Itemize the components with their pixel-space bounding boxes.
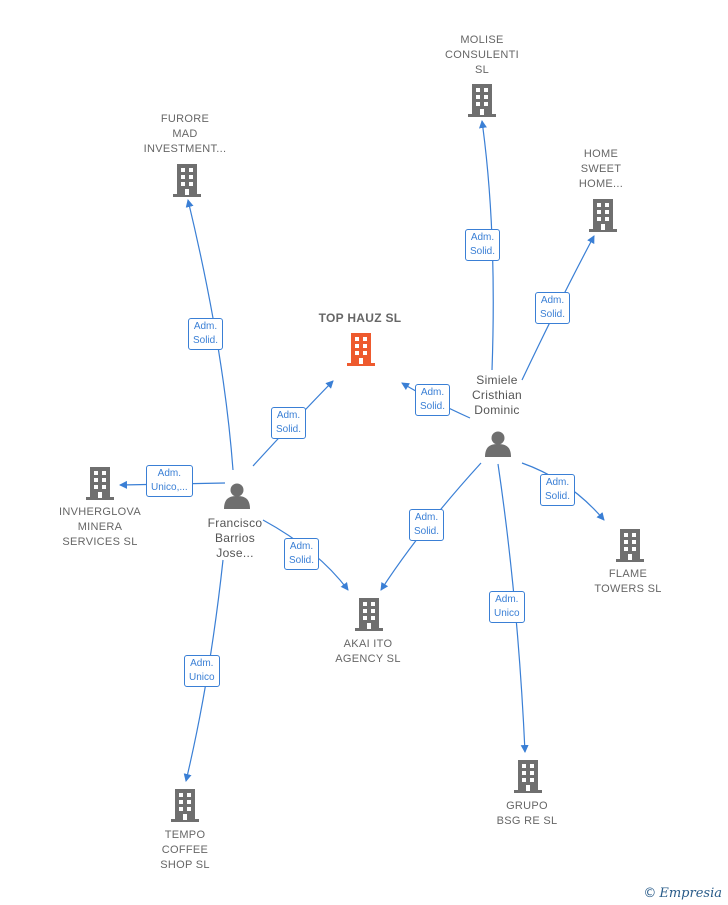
node-furore[interactable]: FURORE MAD INVESTMENT... [125, 112, 245, 157]
building-icon-grupo[interactable] [514, 760, 542, 793]
edge-label-sim-akai: Adm. Solid. [409, 509, 445, 541]
edge-label-sim-molise: Adm. Solid. [465, 229, 501, 261]
person-label: Simiele Cristhian Dominic [471, 373, 523, 417]
person-icon-simiele[interactable] [485, 431, 511, 458]
company-label: FLAME TOWERS SL [594, 568, 662, 595]
edge-label-fran-tempo: Adm. Unico [184, 655, 220, 687]
company-label: TEMPO COFFEE SHOP SL [160, 829, 210, 871]
company-label: HOME SWEET HOME... [578, 148, 624, 190]
node-francisco[interactable]: Francisco Barrios Jose... [185, 516, 285, 561]
building-icon-molise[interactable] [468, 84, 496, 117]
copyright-icon: © [643, 886, 657, 901]
node-molise[interactable]: MOLISE CONSULENTI SL [422, 33, 542, 78]
node-akai[interactable]: AKAI ITO AGENCY SL [318, 637, 418, 667]
company-label: GRUPO BSG RE SL [496, 800, 558, 827]
edge-label-fran-invh: Adm. Unico,... [146, 465, 193, 497]
company-label: AKAI ITO AGENCY SL [335, 638, 401, 665]
brand-name: Empresia [659, 886, 722, 901]
company-label: TOP HAUZ SL [318, 311, 402, 325]
node-home-sweet[interactable]: HOME SWEET HOME... [551, 147, 651, 192]
edge-label-sim-home: Adm. Solid. [535, 292, 571, 324]
building-icon-flame[interactable] [616, 529, 644, 562]
building-icon-top-hauz[interactable] [347, 333, 375, 366]
node-grupo[interactable]: GRUPO BSG RE SL [477, 799, 577, 829]
node-top-hauz[interactable]: TOP HAUZ SL [300, 311, 420, 326]
node-flame[interactable]: FLAME TOWERS SL [578, 567, 678, 597]
building-icon-home-sweet[interactable] [589, 199, 617, 232]
building-icon-akai[interactable] [355, 598, 383, 631]
building-icon-tempo[interactable] [171, 789, 199, 822]
edge-label-fran-furore: Adm. Solid. [188, 318, 224, 350]
edge-label-fran-akai: Adm. Solid. [284, 538, 320, 570]
edge-label-sim-top: Adm. Solid. [415, 384, 451, 416]
node-tempo[interactable]: TEMPO COFFEE SHOP SL [135, 828, 235, 873]
edge-label-sim-grupo: Adm. Unico [489, 591, 525, 623]
company-label: INVHERGLOVA MINERA SERVICES SL [59, 506, 141, 548]
edge-label-fran-top: Adm. Solid. [271, 407, 307, 439]
node-invherglova[interactable]: INVHERGLOVA MINERA SERVICES SL [40, 505, 160, 550]
brand-watermark: ©Empresia [643, 886, 722, 901]
edge-label-sim-flame: Adm. Solid. [540, 474, 576, 506]
building-icon-furore[interactable] [173, 164, 201, 197]
node-simiele[interactable]: Simiele Cristhian Dominic [447, 373, 547, 418]
person-icon-francisco[interactable] [224, 483, 250, 510]
person-label: Francisco Barrios Jose... [207, 516, 263, 560]
building-icon-invherglova[interactable] [86, 467, 114, 500]
company-label: MOLISE CONSULENTI SL [445, 34, 519, 76]
company-label: FURORE MAD INVESTMENT... [143, 113, 227, 155]
